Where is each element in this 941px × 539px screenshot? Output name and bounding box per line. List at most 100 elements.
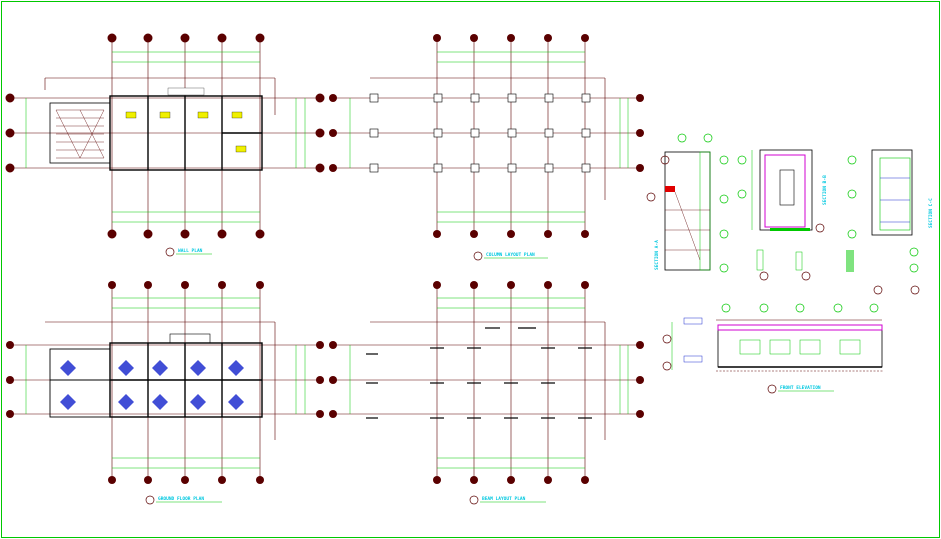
axis-bubble-icon — [256, 281, 264, 289]
axis-bubble-icon — [507, 281, 515, 289]
axis-bubble-icon — [6, 341, 14, 349]
beam-layout-axis-bubbles — [329, 281, 644, 484]
column-layout-axes — [335, 38, 640, 236]
beam-layout-title: BEAM LAYOUT PLAN — [482, 496, 526, 502]
ground-floor-axis-bubbles — [6, 281, 324, 484]
axis-bubble-icon — [636, 164, 644, 172]
axis-bubble-icon — [217, 229, 227, 239]
axis-bubble-icon — [256, 476, 264, 484]
axis-bubble-icon — [316, 376, 324, 384]
axis-bubble-icon — [108, 281, 116, 289]
column-layout-title: COLUMN LAYOUT PLAN — [486, 252, 535, 258]
axis-bubble-icon — [759, 271, 769, 281]
column-layout-axis-bubbles — [329, 34, 644, 238]
beam-layout-axes — [335, 285, 640, 480]
axis-bubble-icon — [433, 476, 441, 484]
axis-bubble-icon — [181, 476, 189, 484]
wall-plan-panel: WALL PLAN — [5, 33, 325, 257]
axis-bubble-icon — [470, 281, 478, 289]
front-elevation-title: FRONT ELEVATION — [780, 385, 821, 391]
axis-bubble-icon — [507, 34, 515, 42]
section-cc: SECTION C-C — [846, 149, 934, 295]
axis-bubble-icon — [721, 303, 731, 313]
axis-bubble-icon — [719, 263, 729, 273]
axis-bubble-icon — [107, 33, 117, 43]
axis-bubble-icon — [6, 410, 14, 418]
section-cut-icon — [662, 361, 672, 371]
axis-bubble-icon — [677, 133, 687, 143]
axis-bubble-icon — [910, 285, 920, 295]
column-layout-columns — [369, 93, 591, 173]
axis-bubble-icon — [507, 230, 515, 238]
beam-layout-panel: BEAM LAYOUT PLAN — [329, 281, 644, 505]
axis-bubble-icon — [544, 476, 552, 484]
axis-bubble-icon — [795, 303, 805, 313]
axis-bubble-icon — [329, 376, 337, 384]
axis-bubble-icon — [909, 247, 919, 257]
axis-bubble-icon — [217, 33, 227, 43]
axis-bubble-icon — [144, 476, 152, 484]
axis-bubble-icon — [703, 133, 713, 143]
axis-bubble-icon — [329, 410, 337, 418]
axis-bubble-icon — [433, 34, 441, 42]
wall-plan-stair — [55, 109, 105, 159]
axis-bubble-icon — [433, 281, 441, 289]
axis-bubble-icon — [5, 163, 15, 173]
section-bb: SECTION B-B — [737, 149, 828, 281]
wall-plan-title: WALL PLAN — [178, 248, 203, 254]
axis-bubble-icon — [636, 410, 644, 418]
axis-bubble-icon — [329, 129, 337, 137]
wall-plan-dimensions — [25, 51, 306, 223]
axis-bubble-icon — [759, 303, 769, 313]
axis-bubble-icon — [315, 128, 325, 138]
axis-bubble-icon — [316, 341, 324, 349]
axis-bubble-icon — [316, 410, 324, 418]
axis-bubble-icon — [581, 230, 589, 238]
axis-bubble-icon — [507, 476, 515, 484]
axis-bubble-icon — [833, 303, 843, 313]
axis-bubble-icon — [218, 476, 226, 484]
title-marker-icon — [767, 384, 777, 394]
axis-bubble-icon — [636, 94, 644, 102]
wall-plan-axis-bubbles — [5, 33, 325, 239]
axis-bubble-icon — [143, 33, 153, 43]
axis-bubble-icon — [873, 285, 883, 295]
axis-bubble-icon — [470, 34, 478, 42]
axis-bubble-icon — [847, 189, 857, 199]
axis-bubble-icon — [636, 341, 644, 349]
wall-plan-windows — [125, 87, 247, 153]
axis-bubble-icon — [144, 281, 152, 289]
axis-bubble-icon — [544, 34, 552, 42]
ground-floor-title: GROUND FLOOR PLAN — [158, 496, 204, 502]
axis-bubble-icon — [737, 189, 747, 199]
column-layout-panel: COLUMN LAYOUT PLAN — [329, 34, 644, 261]
axis-bubble-icon — [869, 303, 879, 313]
axis-bubble-icon — [315, 163, 325, 173]
axis-bubble-icon — [255, 33, 265, 43]
ground-floor-axes — [12, 285, 320, 480]
title-marker-icon — [469, 495, 479, 505]
axis-bubble-icon — [660, 155, 670, 165]
axis-bubble-icon — [646, 192, 656, 202]
section-cc-title: SECTION C-C — [928, 198, 934, 228]
axis-bubble-icon — [801, 271, 811, 281]
axis-bubble-icon — [544, 230, 552, 238]
ground-floor-hatches — [60, 360, 244, 410]
ground-floor-dimensions — [25, 297, 306, 469]
axis-bubble-icon — [329, 94, 337, 102]
title-marker-icon — [165, 247, 175, 257]
ground-floor-walls — [49, 333, 263, 418]
axis-bubble-icon — [5, 128, 15, 138]
axis-bubble-icon — [636, 129, 644, 137]
axis-bubble-icon — [218, 281, 226, 289]
axis-bubble-icon — [847, 229, 857, 239]
axis-bubble-icon — [847, 155, 857, 165]
beam-layout-dimensions — [349, 297, 629, 469]
axis-bubble-icon — [108, 476, 116, 484]
axis-bubble-icon — [433, 230, 441, 238]
axis-bubble-icon — [107, 229, 117, 239]
axis-bubble-icon — [544, 281, 552, 289]
axis-bubble-icon — [581, 281, 589, 289]
axis-bubble-icon — [315, 93, 325, 103]
